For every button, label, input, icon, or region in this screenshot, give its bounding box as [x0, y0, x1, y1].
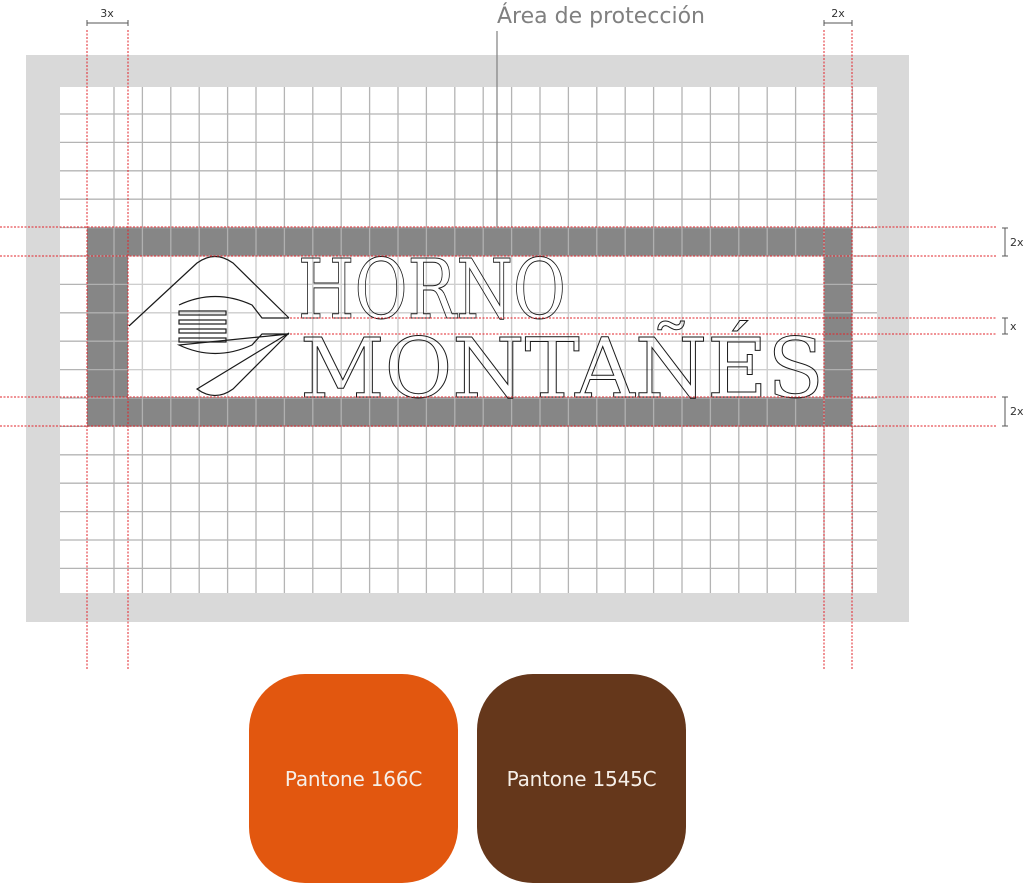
swatch-label: Pantone 1545C	[506, 766, 657, 791]
dimension-left-label: 3x	[100, 7, 114, 20]
guide-lines	[0, 30, 997, 670]
swatch-label: Pantone 166C	[284, 766, 423, 791]
fork-icon	[176, 296, 290, 354]
dimension-right	[823, 20, 853, 26]
band-grid-lines	[87, 226, 854, 426]
dimension-left	[86, 20, 129, 26]
swatch-pantone-1545c: Pantone 1545C	[477, 674, 686, 883]
dimension-top-label: 2x	[1010, 236, 1024, 249]
dimension-bottom-label: 2x	[1010, 405, 1024, 418]
protection-band	[87, 227, 852, 426]
title-label: Área de protección	[497, 3, 705, 29]
dimension-gap-marker	[1002, 317, 1008, 335]
logo-line2: MONTAÑÉS	[300, 320, 824, 417]
swatch-pantone-166c: Pantone 166C	[249, 674, 458, 883]
dimension-gap-label: x	[1010, 320, 1017, 333]
fork-tines	[178, 310, 227, 343]
dimension-top-marker	[1002, 227, 1008, 257]
dimension-right-label: 2x	[831, 7, 845, 20]
dimension-bottom-marker	[1002, 396, 1008, 427]
logo-line1: HORNO	[298, 243, 566, 338]
